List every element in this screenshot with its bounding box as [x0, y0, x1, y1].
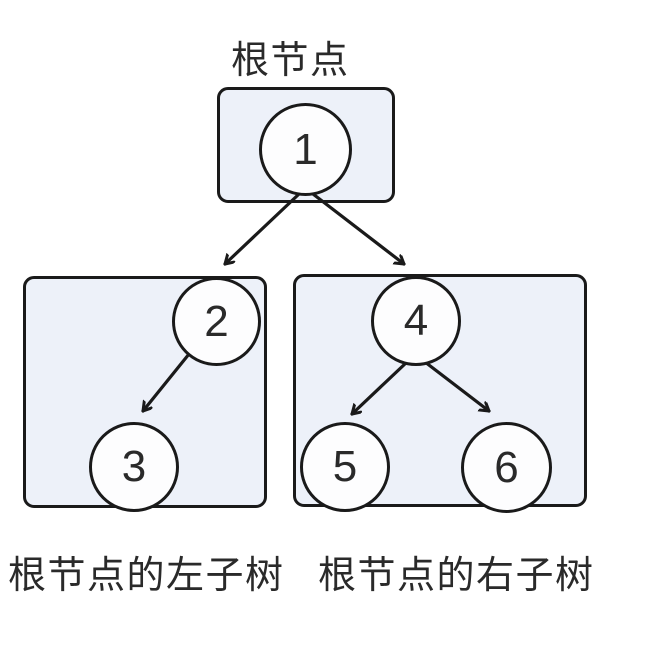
root-label: 根节点 — [231, 40, 350, 82]
tree-node-1-value: 1 — [293, 124, 318, 174]
edge-1-2 — [223, 192, 301, 266]
edge-1-4 — [311, 192, 406, 266]
tree-node-4: 4 — [371, 276, 461, 366]
tree-node-5-value: 5 — [332, 442, 358, 491]
left-subtree-label: 根节点的左子树 — [8, 555, 285, 597]
tree-node-1: 1 — [259, 103, 352, 196]
tree-node-6-value: 6 — [494, 442, 519, 492]
tree-node-5: 5 — [300, 422, 390, 512]
right-subtree-label: 根节点的右子树 — [318, 555, 595, 597]
tree-node-3-value: 3 — [121, 442, 147, 491]
tree-node-4-value: 4 — [403, 296, 429, 345]
tree-node-2-value: 2 — [204, 296, 229, 346]
tree-node-6: 6 — [461, 422, 552, 513]
tree-node-3: 3 — [89, 422, 179, 512]
tree-node-2: 2 — [172, 277, 261, 366]
